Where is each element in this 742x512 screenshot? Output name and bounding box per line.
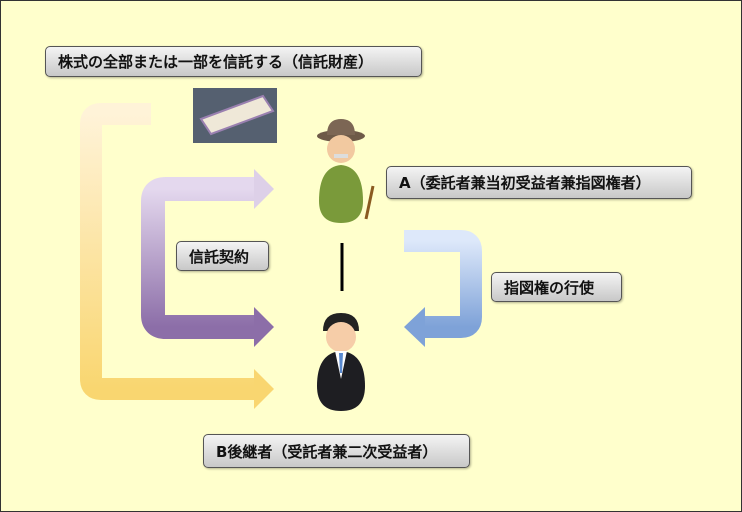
trust-contract-label: 信託契約	[176, 241, 269, 271]
person-b-label: B後継者（受託者兼二次受益者）	[203, 434, 470, 468]
person-a-figure	[317, 119, 375, 223]
stock-certificate-image	[193, 88, 277, 143]
blue-arrow	[404, 230, 482, 347]
trust-property-label: 株式の全部または一部を信託する（信託財産）	[45, 46, 422, 77]
purple-arrow	[141, 169, 274, 347]
yellow-arrow	[80, 103, 274, 409]
instruction-right-label: 指図権の行使	[491, 272, 622, 302]
person-a-label: A（委託者兼当初受益者兼指図権者）	[386, 166, 692, 199]
person-b-figure	[317, 313, 365, 411]
